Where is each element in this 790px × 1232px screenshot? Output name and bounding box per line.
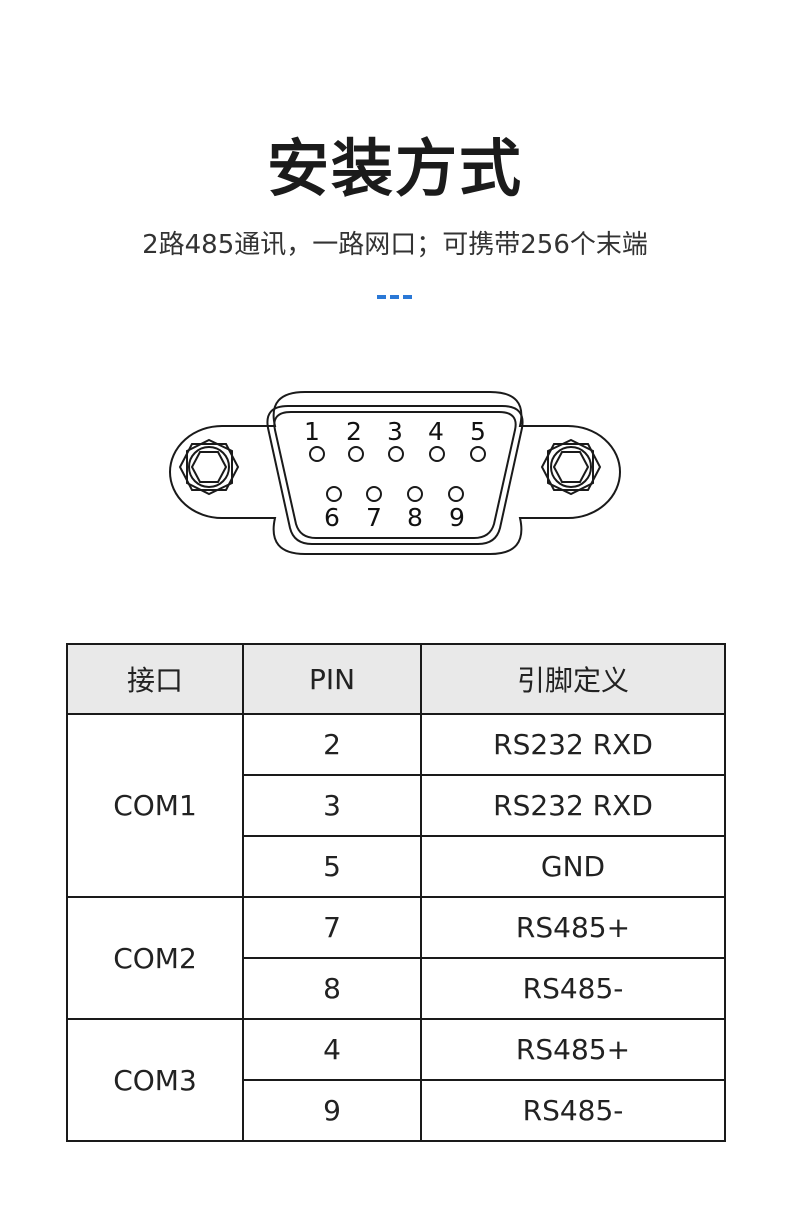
pin-label: 9 [449, 503, 465, 532]
pin-cell: 5 [242, 835, 422, 898]
pin-hole [429, 446, 445, 462]
pin-hole [309, 446, 325, 462]
left-screw-icon [178, 438, 240, 496]
pin-label: 6 [324, 503, 340, 532]
pin-hole [470, 446, 486, 462]
definition-cell: RS232 RXD [420, 713, 726, 776]
pin-hole [326, 486, 342, 502]
table-row: 9 RS485- [67, 1079, 726, 1142]
port-cell: COM1 [66, 713, 244, 898]
accent-divider [377, 295, 413, 299]
header-definition: 引脚定义 [420, 643, 726, 715]
definition-cell: GND [420, 835, 726, 898]
table-row: COM2 7 RS485+ [66, 896, 726, 1020]
pin-hole [348, 446, 364, 462]
pin-hole [407, 486, 423, 502]
db9-connector-diagram: 1 2 3 4 5 6 7 8 9 [169, 391, 621, 555]
pin-label: 2 [346, 417, 362, 446]
pin-cell: 2 [242, 713, 422, 776]
connector-flange [169, 391, 621, 555]
definition-cell: RS485+ [420, 896, 726, 959]
connector-shell-inner [273, 411, 517, 539]
pin-label: 8 [407, 503, 423, 532]
pin-hole [448, 486, 464, 502]
pin-cell: 9 [242, 1079, 422, 1142]
pin-hole [366, 486, 382, 502]
pin-definition-table: 接口 PIN 引脚定义 COM1 2 RS232 RXD 3 RS232 RXD… [66, 643, 726, 1142]
right-screw-icon [540, 438, 602, 496]
pin-cell: 4 [242, 1018, 422, 1081]
table-row: 8 RS485- [67, 957, 726, 1020]
header-pin: PIN [242, 643, 422, 715]
definition-cell: RS232 RXD [420, 774, 726, 837]
pin-cell: 8 [242, 957, 422, 1020]
pin-hole [388, 446, 404, 462]
pin-cell: 7 [242, 896, 422, 959]
definition-cell: RS485- [420, 957, 726, 1020]
header-port: 接口 [66, 643, 244, 715]
table-row: 3 RS232 RXD [67, 774, 726, 837]
definition-cell: RS485- [420, 1079, 726, 1142]
pin-cell: 3 [242, 774, 422, 837]
port-cell: COM3 [66, 1018, 244, 1142]
pin-label: 1 [304, 417, 320, 446]
pin-label: 4 [428, 417, 444, 446]
table-row: COM1 2 RS232 RXD [66, 713, 726, 898]
pin-label: 3 [387, 417, 403, 446]
connector-shell-outer [266, 405, 524, 545]
page-title: 安装方式 [266, 132, 523, 205]
page-subtitle: 2路485通讯，一路网口；可携带256个末端 [142, 230, 648, 260]
table-row: 5 GND [67, 835, 726, 898]
table-header-row: 接口 PIN 引脚定义 [66, 643, 726, 715]
table-row: COM3 4 RS485+ [66, 1018, 726, 1142]
port-cell: COM2 [66, 896, 244, 1020]
definition-cell: RS485+ [420, 1018, 726, 1081]
pin-label: 7 [366, 503, 382, 532]
pin-label: 5 [470, 417, 486, 446]
